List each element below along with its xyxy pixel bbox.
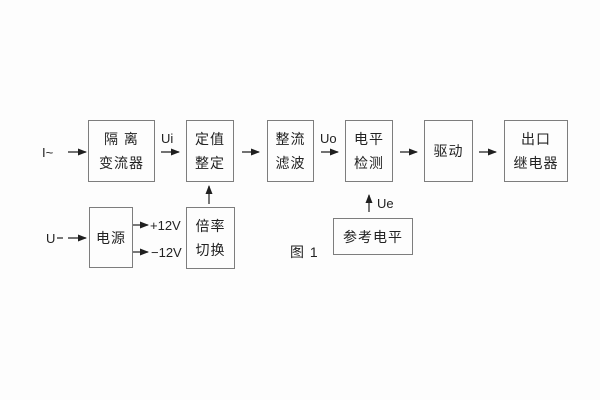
- block-label: 倍率: [195, 217, 226, 234]
- block-label: 整定: [195, 155, 225, 172]
- block-output-relay: 出口 继电器: [504, 120, 568, 182]
- label-plus12v: +12V: [150, 218, 181, 233]
- block-reference-level: 参考电平: [333, 218, 413, 255]
- block-isolation-transformer: 隔 离 变流器: [88, 120, 155, 182]
- block-label: 电平: [354, 130, 384, 147]
- block-label: 切换: [195, 242, 226, 259]
- block-label: 驱动: [433, 143, 464, 159]
- block-label: 检测: [354, 155, 384, 172]
- block-rectifier-filter: 整流 滤波: [267, 120, 314, 182]
- block-label: 定值: [195, 130, 225, 147]
- block-label: 整流: [275, 130, 306, 147]
- block-driver: 驱动: [424, 120, 473, 182]
- block-setpoint-adjust: 定值 整定: [186, 120, 234, 182]
- label-uo: Uo: [320, 131, 337, 146]
- block-ratio-switch: 倍率 切换: [186, 207, 235, 269]
- label-input-current: I~: [42, 145, 54, 160]
- block-label: 出口: [521, 130, 551, 147]
- label-input-voltage: U: [46, 231, 56, 246]
- block-label: 隔 离: [104, 130, 139, 147]
- block-label: 滤波: [275, 155, 306, 172]
- label-ui: Ui: [161, 131, 174, 146]
- block-label: 继电器: [513, 155, 559, 172]
- block-level-detector: 电平 检测: [345, 120, 393, 182]
- label-ue: Ue: [377, 196, 394, 211]
- block-label: 电源: [96, 229, 126, 246]
- figure-caption: 图 1: [290, 244, 319, 260]
- block-power-supply: 电源: [89, 207, 133, 268]
- label-minus12v: −12V: [151, 245, 182, 260]
- block-label: 参考电平: [343, 228, 403, 245]
- block-label: 变流器: [99, 155, 144, 172]
